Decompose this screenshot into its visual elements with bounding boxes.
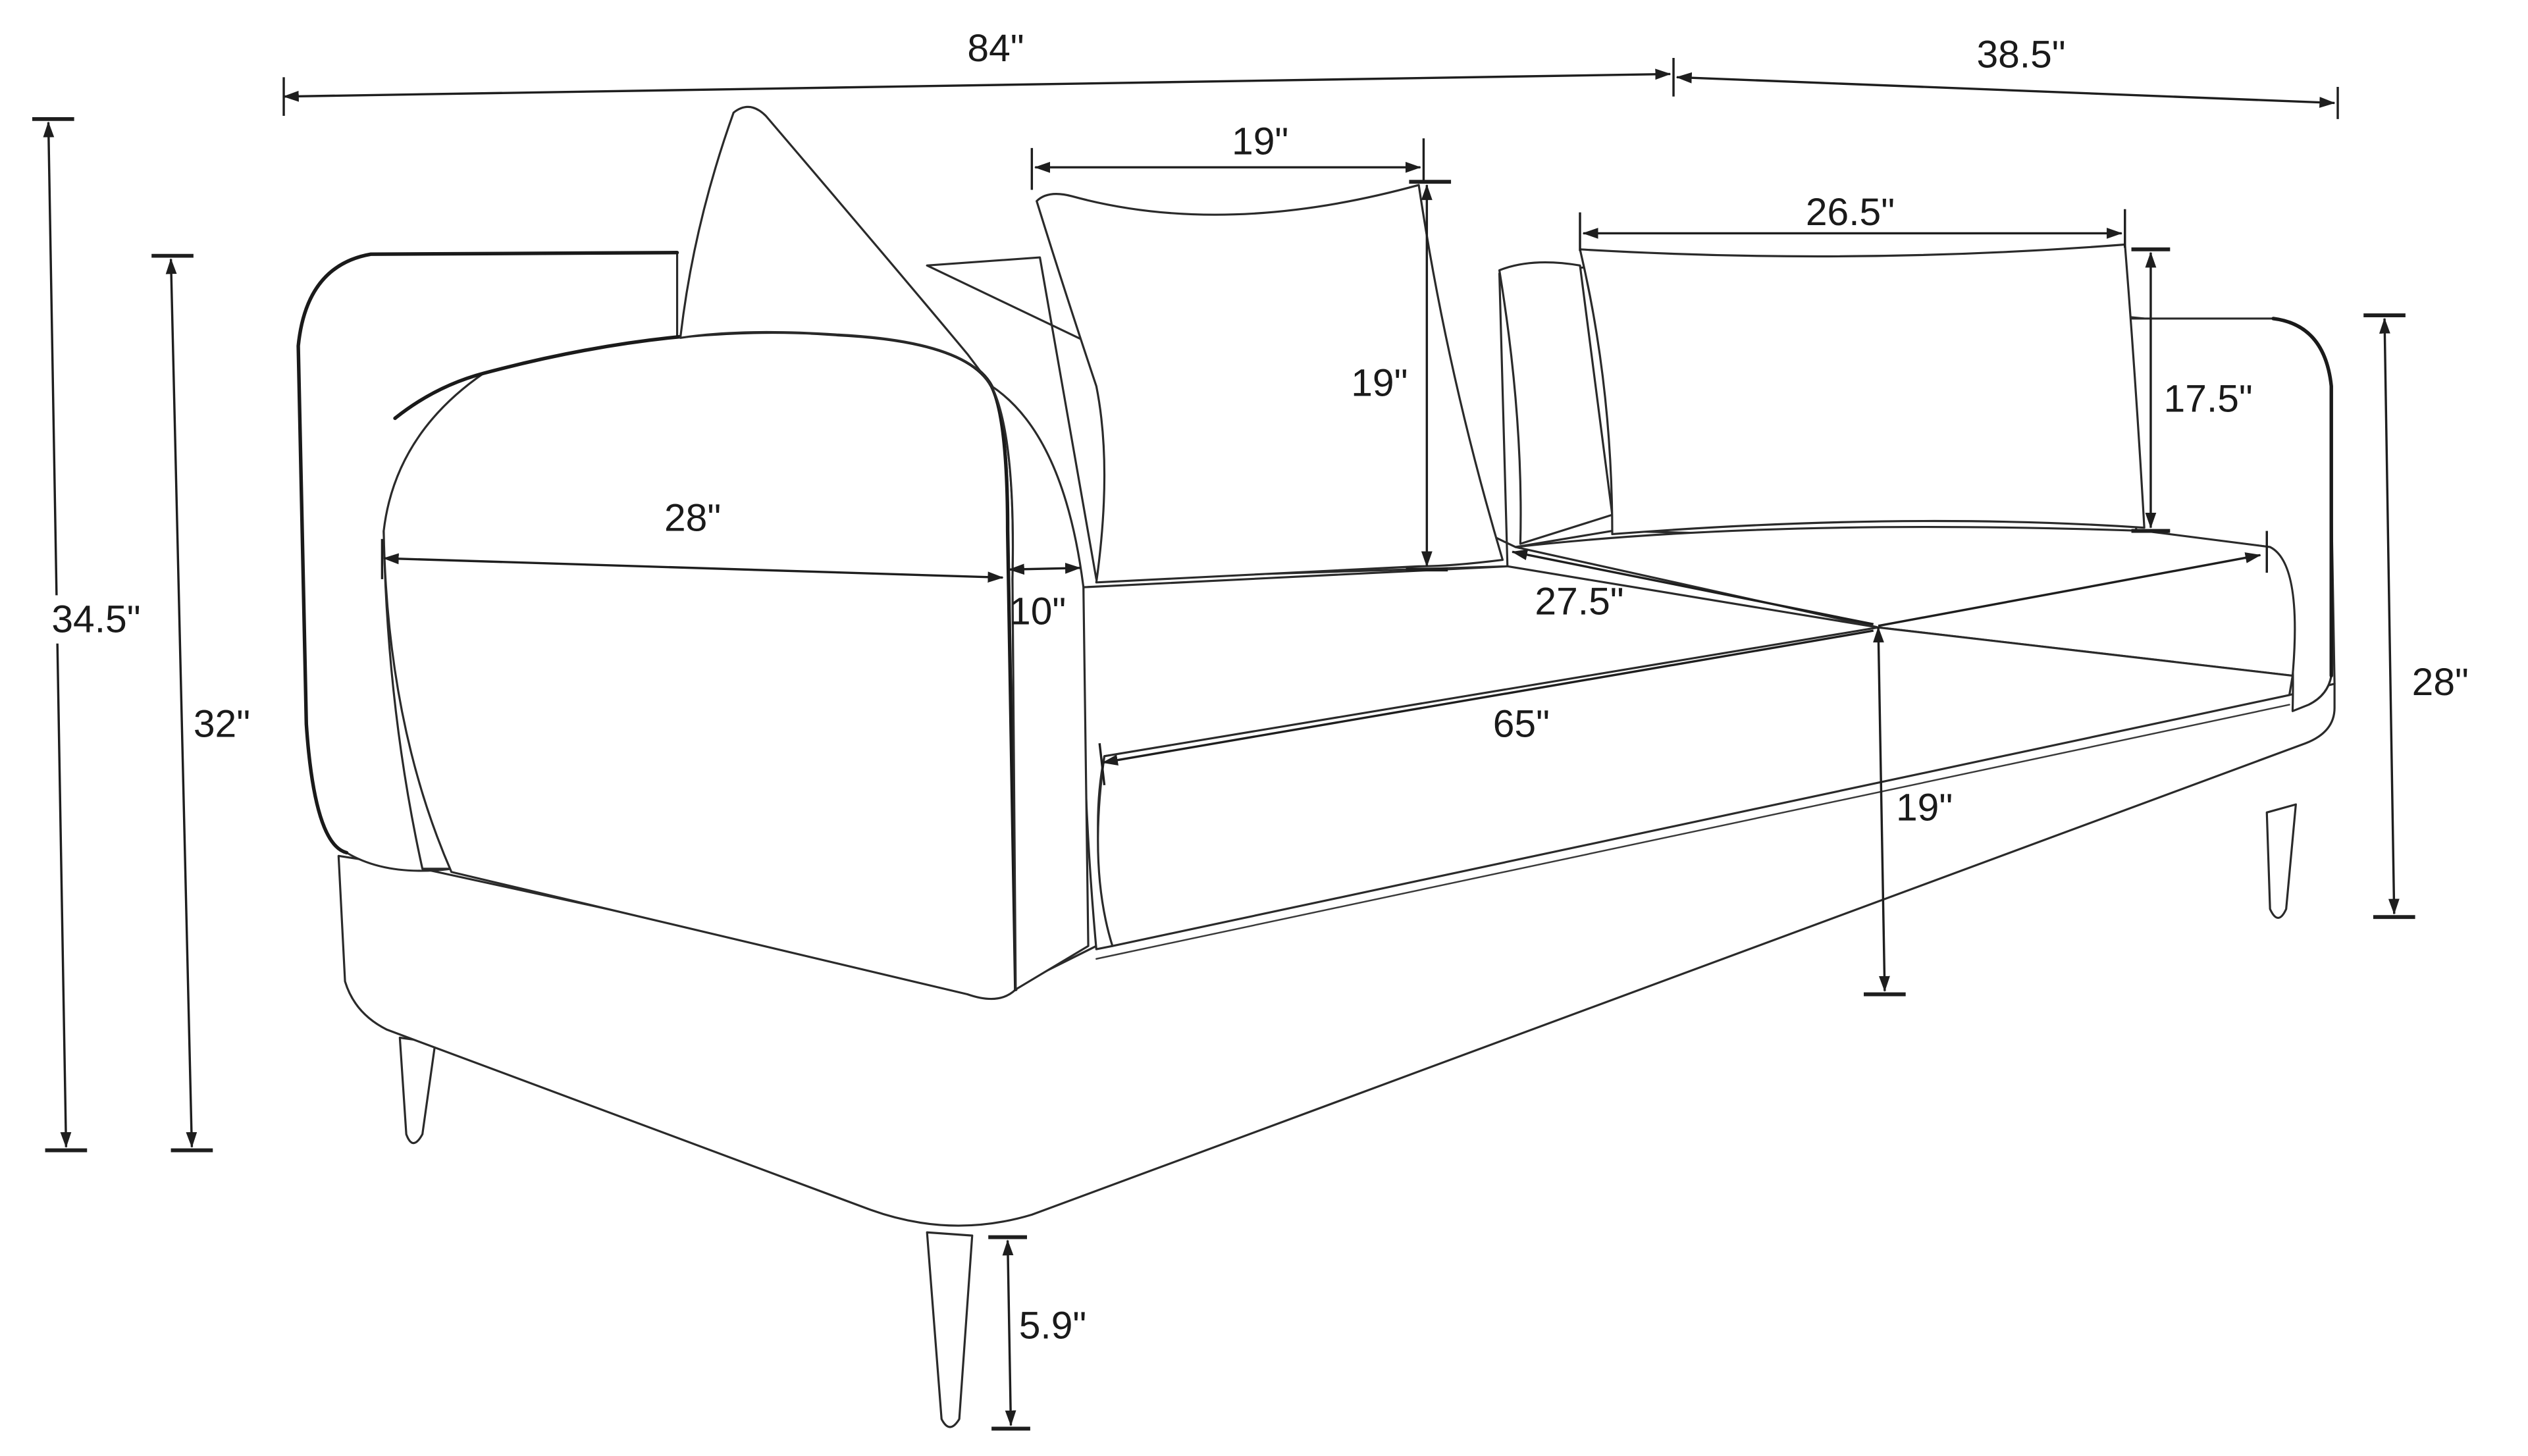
dim-line-seat-height — [1873, 627, 1890, 992]
label-overall-height: 34.5" — [51, 598, 140, 641]
left-arm-side — [990, 385, 1090, 991]
dim-line-back-height — [165, 258, 198, 1148]
leg-front — [926, 1231, 974, 1428]
pillow-square — [1036, 184, 1504, 584]
dimension-lines: 84" 38.5" 34.5" 32" 28" 10" 19" 19" — [32, 27, 2469, 1431]
label-arm-height: 28" — [2412, 661, 2469, 704]
pillow-small-back — [1498, 261, 1614, 545]
label-arm-width: 10" — [1009, 590, 1066, 633]
seat-front — [1097, 626, 2294, 947]
dim-line-arm-width — [1008, 562, 1082, 575]
pillow-triangle — [679, 105, 993, 388]
label-arm-depth: 28" — [664, 497, 721, 540]
label-overall-width: 84" — [967, 27, 1024, 70]
dim-line-overall-width — [282, 68, 1672, 102]
pillow-lumbar — [1579, 243, 2146, 536]
label-pillow-height: 19" — [1351, 361, 1408, 404]
label-pillow-width: 19" — [1232, 120, 1288, 163]
label-lumbar-height: 17.5" — [2164, 378, 2253, 421]
dim-line-leg-height — [1002, 1239, 1016, 1426]
label-leg-height: 5.9" — [1019, 1305, 1087, 1347]
dim-line-arm-depth — [382, 553, 1004, 583]
right-arm-edge — [2271, 317, 2333, 678]
seat-cushion-right — [1514, 525, 2296, 677]
leg-back-left — [398, 1036, 436, 1145]
dim-line-overall-depth — [1675, 72, 2336, 108]
label-seat-depth: 27.5" — [1535, 581, 1623, 623]
sofa-drawing — [296, 105, 2336, 1428]
left-arm-outer-edge — [296, 251, 679, 855]
dim-line-seat-depth — [1511, 549, 1874, 626]
sofa-base — [337, 677, 2336, 1227]
label-lumbar-width: 26.5" — [1806, 191, 1895, 234]
base-top-seam-2 — [1095, 704, 2290, 960]
label-seat-height: 19" — [1896, 787, 1953, 829]
label-back-height: 32" — [194, 702, 250, 745]
dim-line-arm-height — [2379, 317, 2400, 915]
leg-back-right — [2265, 803, 2297, 919]
label-seat-width: 65" — [1493, 702, 1550, 745]
dim-line-seat-width — [1101, 629, 1874, 766]
label-overall-depth: 38.5" — [1976, 34, 2065, 76]
